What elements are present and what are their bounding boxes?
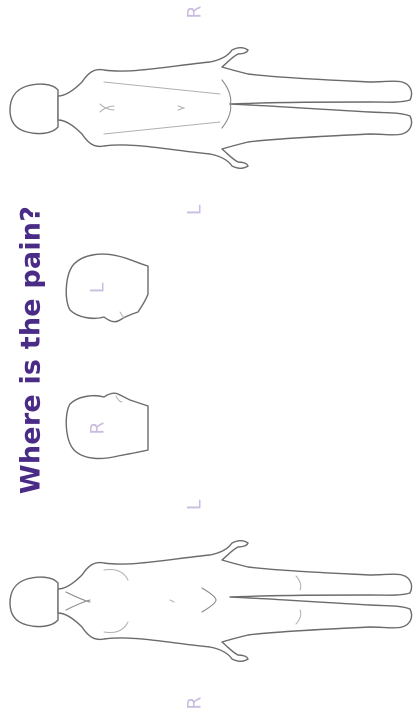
back-view-left-label: L	[184, 204, 206, 215]
body-front-view[interactable]	[10, 541, 412, 662]
back-view-right-label: R	[184, 5, 206, 18]
front-view-right-label: R	[184, 696, 206, 709]
head-back-label: L	[87, 282, 109, 293]
front-view-left-label: L	[184, 499, 206, 510]
head-front-label: R	[87, 421, 109, 434]
body-back-view[interactable]	[10, 48, 412, 169]
